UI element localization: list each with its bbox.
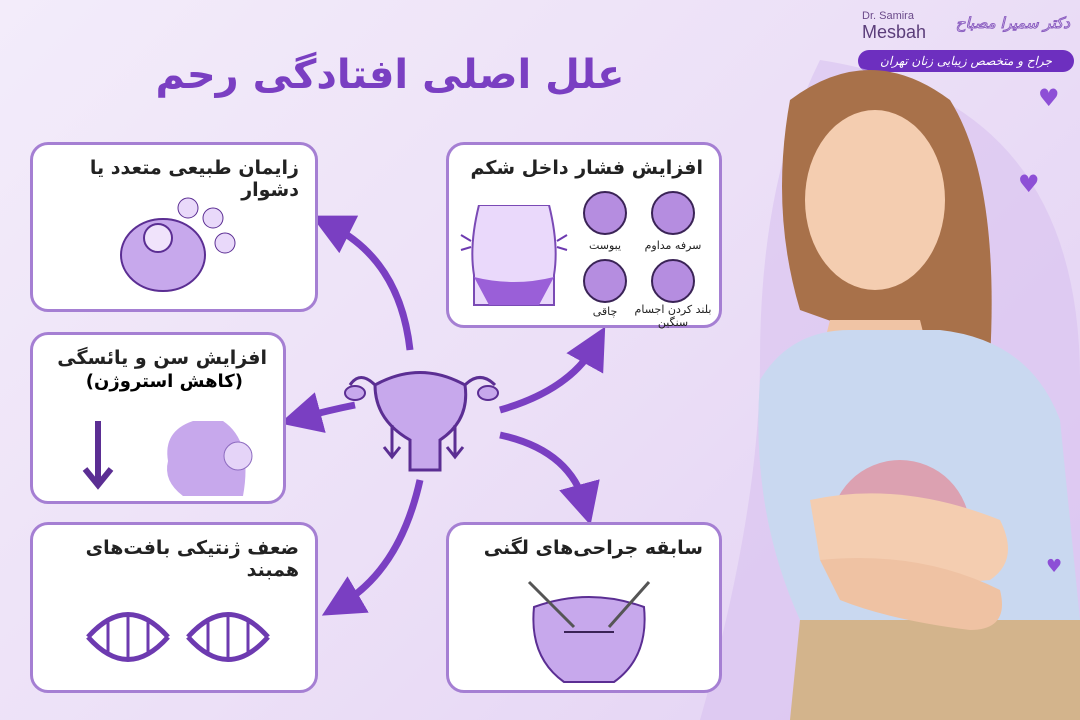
arrow-pressure: [499, 326, 606, 414]
cause-title: زایمان طبیعی متعدد یا دشوار: [89, 157, 299, 201]
estrogen-decrease-icon: [82, 421, 253, 496]
logo-tagline: جراح و متخصص زیبایی زنان تهران: [858, 50, 1074, 72]
logo-name-line2: Mesbah: [862, 22, 927, 42]
cause-card-childbirth: زایمان طبیعی متعدد یا دشوار: [30, 142, 318, 312]
cause-card-genetic: ضعف ژنتیکی بافت‌های همبند: [30, 522, 318, 693]
factor-label: سرفه مداوم: [644, 239, 702, 252]
heart-icon: ♥: [1018, 170, 1040, 198]
heart-icon: ♥: [1046, 556, 1063, 577]
abdomen-pressure-icon: [460, 205, 568, 306]
baby-pelvis-icon: [120, 197, 236, 292]
arrow-genetic: [321, 479, 424, 616]
weightlifting-icon: [651, 259, 695, 303]
cause-title: سابقه جراحی‌های لگنی: [483, 537, 703, 559]
cause-card-pelvic-surgery: سابقه جراحی‌های لگنی: [446, 522, 722, 693]
cause-title: افزایش فشار داخل شکم: [470, 157, 703, 179]
woman-in-pain-illustration: [700, 60, 1080, 720]
arrow-childbirth: [311, 215, 414, 351]
coughing-man-icon: [651, 191, 695, 235]
factor-label: یبوست: [588, 239, 622, 252]
cause-note: (کاهش استروژن): [85, 371, 243, 392]
obesity-scale-icon: [583, 259, 627, 303]
pelvic-surgery-icon: [527, 580, 651, 683]
cause-card-aging: افزایش سن و یائسگی (کاهش استروژن): [30, 332, 286, 504]
page-title: علل اصلی افتادگی رحم: [155, 52, 625, 98]
broken-dna-icon: [86, 612, 270, 662]
cause-card-abdominal-pressure: افزایش فشار داخل شکم سرفه مداوم یبوست بل…: [446, 142, 722, 329]
logo-name-fa: دکتر سمیرا مصباح: [955, 14, 1070, 33]
factor-label: بلند کردن اجسام سنگین: [634, 303, 712, 329]
logo-name-line1: Dr. Samira: [862, 10, 914, 22]
toilet-icon: [583, 191, 627, 235]
arrow-surgery: [499, 431, 600, 526]
cause-title: ضعف ژنتیکی بافت‌های همبند: [85, 537, 299, 581]
heart-icon: ♥: [1038, 84, 1060, 112]
arrow-aging: [279, 392, 356, 433]
logo: Dr. Samira Mesbah دکتر سمیرا مصباح جراح …: [854, 8, 1074, 72]
factor-label: چاقی: [592, 305, 618, 318]
cause-title: افزایش سن و یائسگی: [57, 347, 267, 369]
uterus-icon: [344, 371, 499, 472]
arrows-diagram: [279, 215, 606, 616]
